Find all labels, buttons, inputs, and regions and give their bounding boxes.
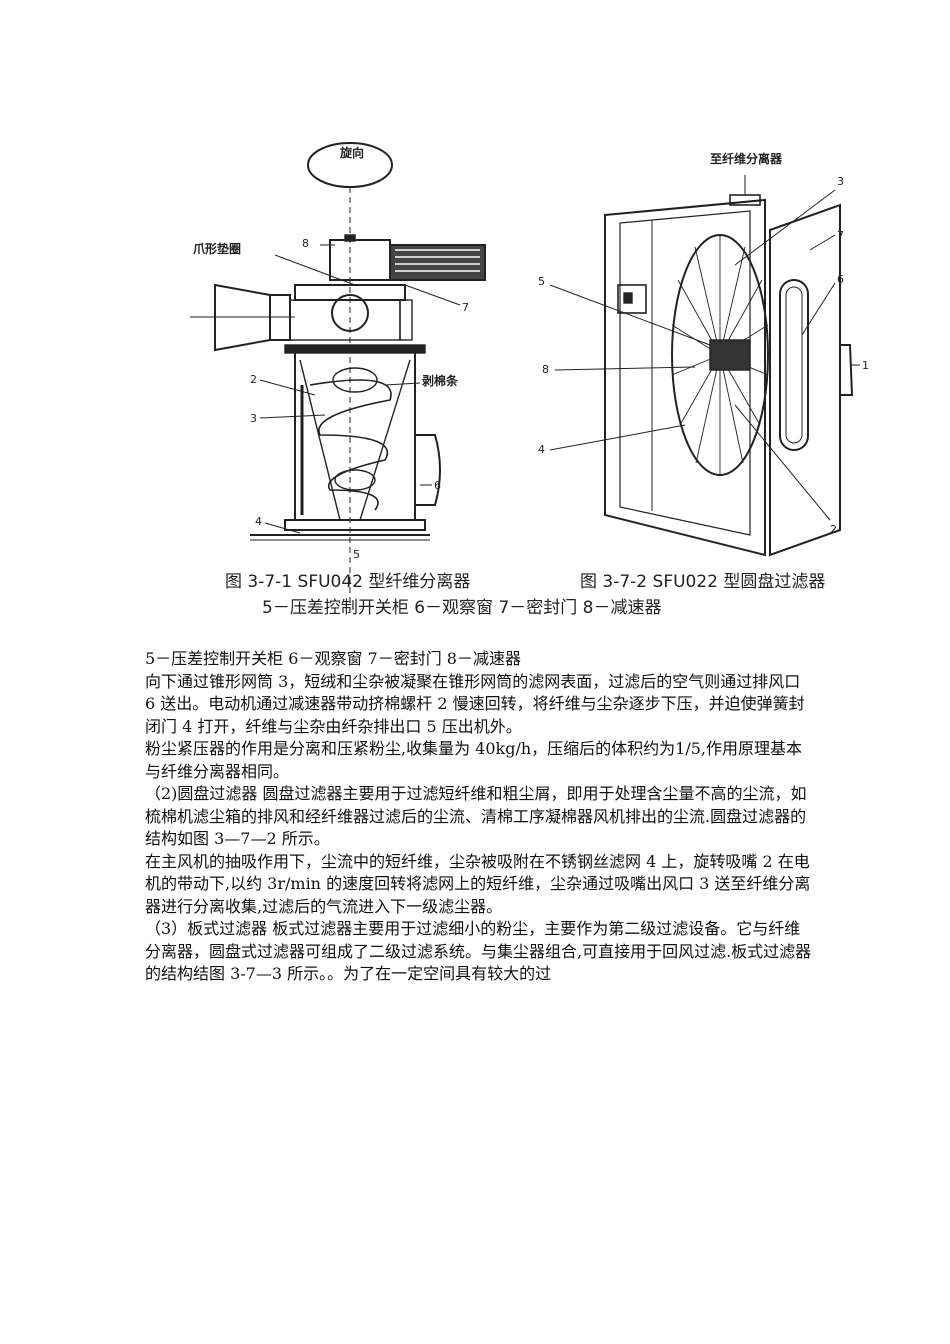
label-claw-washer: 爪形垫圈 — [193, 241, 241, 256]
figure: 旋向 爪形垫圈 剥棉条 8 7 2 3 6 4 5 — [190, 135, 870, 625]
part-number-2: 2 — [830, 523, 837, 536]
part-number-5: 5 — [353, 548, 360, 561]
part-number-5: 5 — [538, 275, 545, 288]
part-number-6: 6 — [837, 273, 844, 286]
part-number-3: 3 — [250, 412, 257, 425]
part-number-4: 4 — [255, 515, 262, 528]
part-number-4: 4 — [538, 443, 545, 456]
part-number-7: 7 — [837, 229, 844, 242]
fiber-separator-drawing — [190, 142, 486, 605]
caption-figure-3-7-1: 图 3-7-1 SFU042 型纤维分离器 — [225, 572, 470, 592]
part-number-8: 8 — [542, 363, 549, 376]
part-number-3: 3 — [837, 175, 844, 188]
caption-figure-3-7-2: 图 3-7-2 SFU022 型圆盘过滤器 — [580, 572, 825, 592]
caption-legend: 5－压差控制开关柜 6－观察窗 7－密封门 8－减速器 — [262, 598, 661, 618]
label-to-separator: 至纤维分离器 — [710, 151, 783, 166]
legend-line: 5－压差控制开关柜 6－观察窗 7－密封门 8－减速器 — [145, 649, 521, 668]
part-number-1: 1 — [862, 359, 869, 372]
paragraph-2: 粉尘紧压器的作用是分离和压紧粉尘,收集量为 40kg/h，压缩后的体积约为1/5… — [145, 739, 803, 781]
part-number-8: 8 — [302, 237, 309, 250]
paragraph-4: 在主风机的抽吸作用下，尘流中的短纤维，尘杂被吸附在不锈钢丝滤网 4 上，旋转吸嘴… — [145, 851, 811, 916]
disc-filter-drawing — [549, 175, 860, 557]
label-stripping-strip: 剥棉条 — [422, 373, 459, 388]
body-text: 5－压差控制开关柜 6－观察窗 7－密封门 8－减速器 向下通过锥形网筒 3，短… — [145, 648, 815, 986]
part-number-2: 2 — [250, 373, 257, 386]
disc-filter-labels: 至纤维分离器 3 7 6 5 1 8 4 2 — [538, 151, 869, 536]
technical-drawing: 旋向 爪形垫圈 剥棉条 8 7 2 3 6 4 5 — [190, 142, 869, 618]
part-number-7: 7 — [462, 301, 469, 314]
label-rotation: 旋向 — [339, 145, 364, 160]
paragraph-1: 向下通过锥形网筒 3，短绒和尘杂被凝聚在锥形网筒的滤网表面，过滤后的空气则通过排… — [145, 671, 805, 736]
fiber-separator-labels: 旋向 爪形垫圈 剥棉条 8 7 2 3 6 4 5 — [193, 145, 469, 561]
part-number-6: 6 — [434, 479, 441, 492]
paragraph-3: （2)圆盘过滤器 圆盘过滤器主要用于过滤短纤维和粗尘屑，即用于处理含尘量不高的尘… — [145, 784, 807, 848]
paragraph-5: （3）板式过滤器 板式过滤器主要用于过滤细小的粉尘，主要作为第二级过滤设备。它与… — [145, 919, 812, 983]
